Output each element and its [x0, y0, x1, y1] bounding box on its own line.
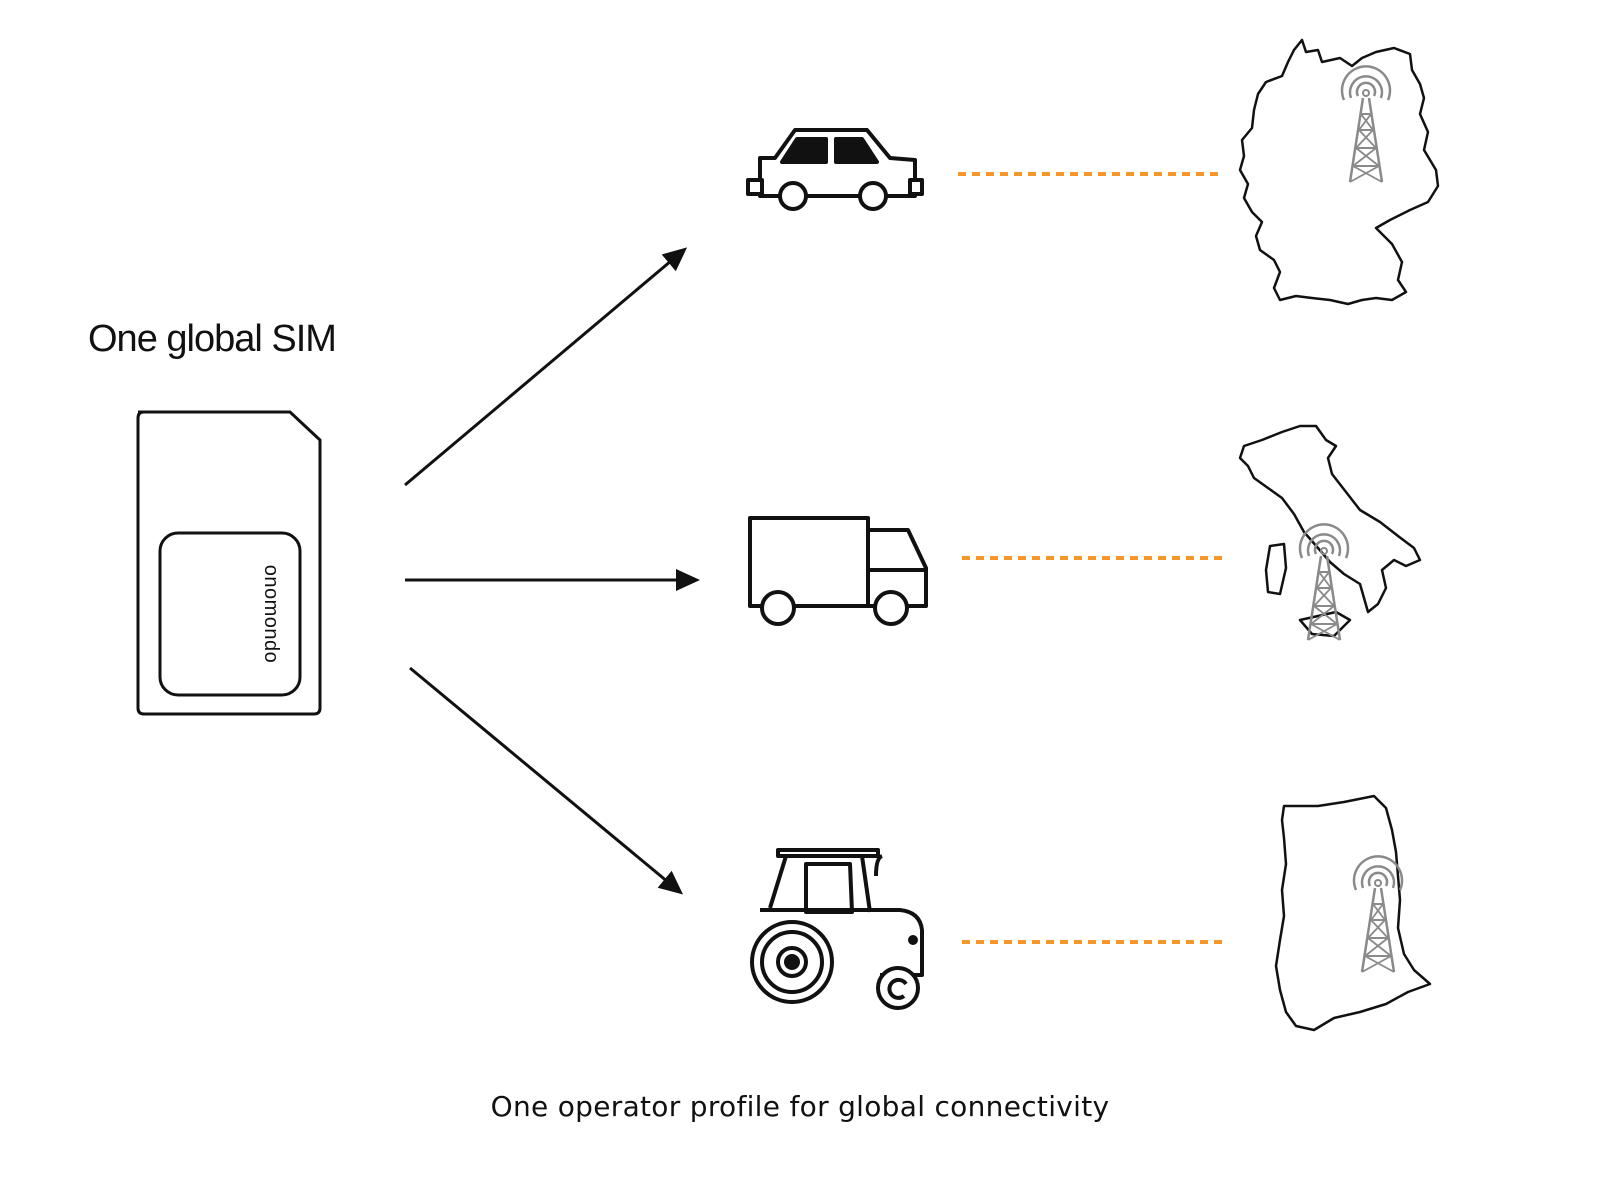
car-icon	[746, 128, 924, 211]
sim-chip-icon	[158, 531, 302, 697]
arrow-to-car	[404, 247, 688, 487]
sim-brand-label: onomondo	[260, 565, 282, 664]
ghana-map-icon	[1274, 794, 1432, 1032]
tractor-icon	[750, 848, 924, 1010]
diagram-caption: One operator profile for global connecti…	[490, 1090, 1110, 1123]
arrow-to-tractor	[409, 666, 684, 895]
germany-map-icon	[1238, 38, 1440, 306]
sim-card-icon: onomondo	[136, 410, 322, 716]
truck-icon	[748, 516, 928, 626]
italy-map-icon	[1238, 424, 1422, 642]
sim-title: One global SIM	[88, 318, 337, 360]
